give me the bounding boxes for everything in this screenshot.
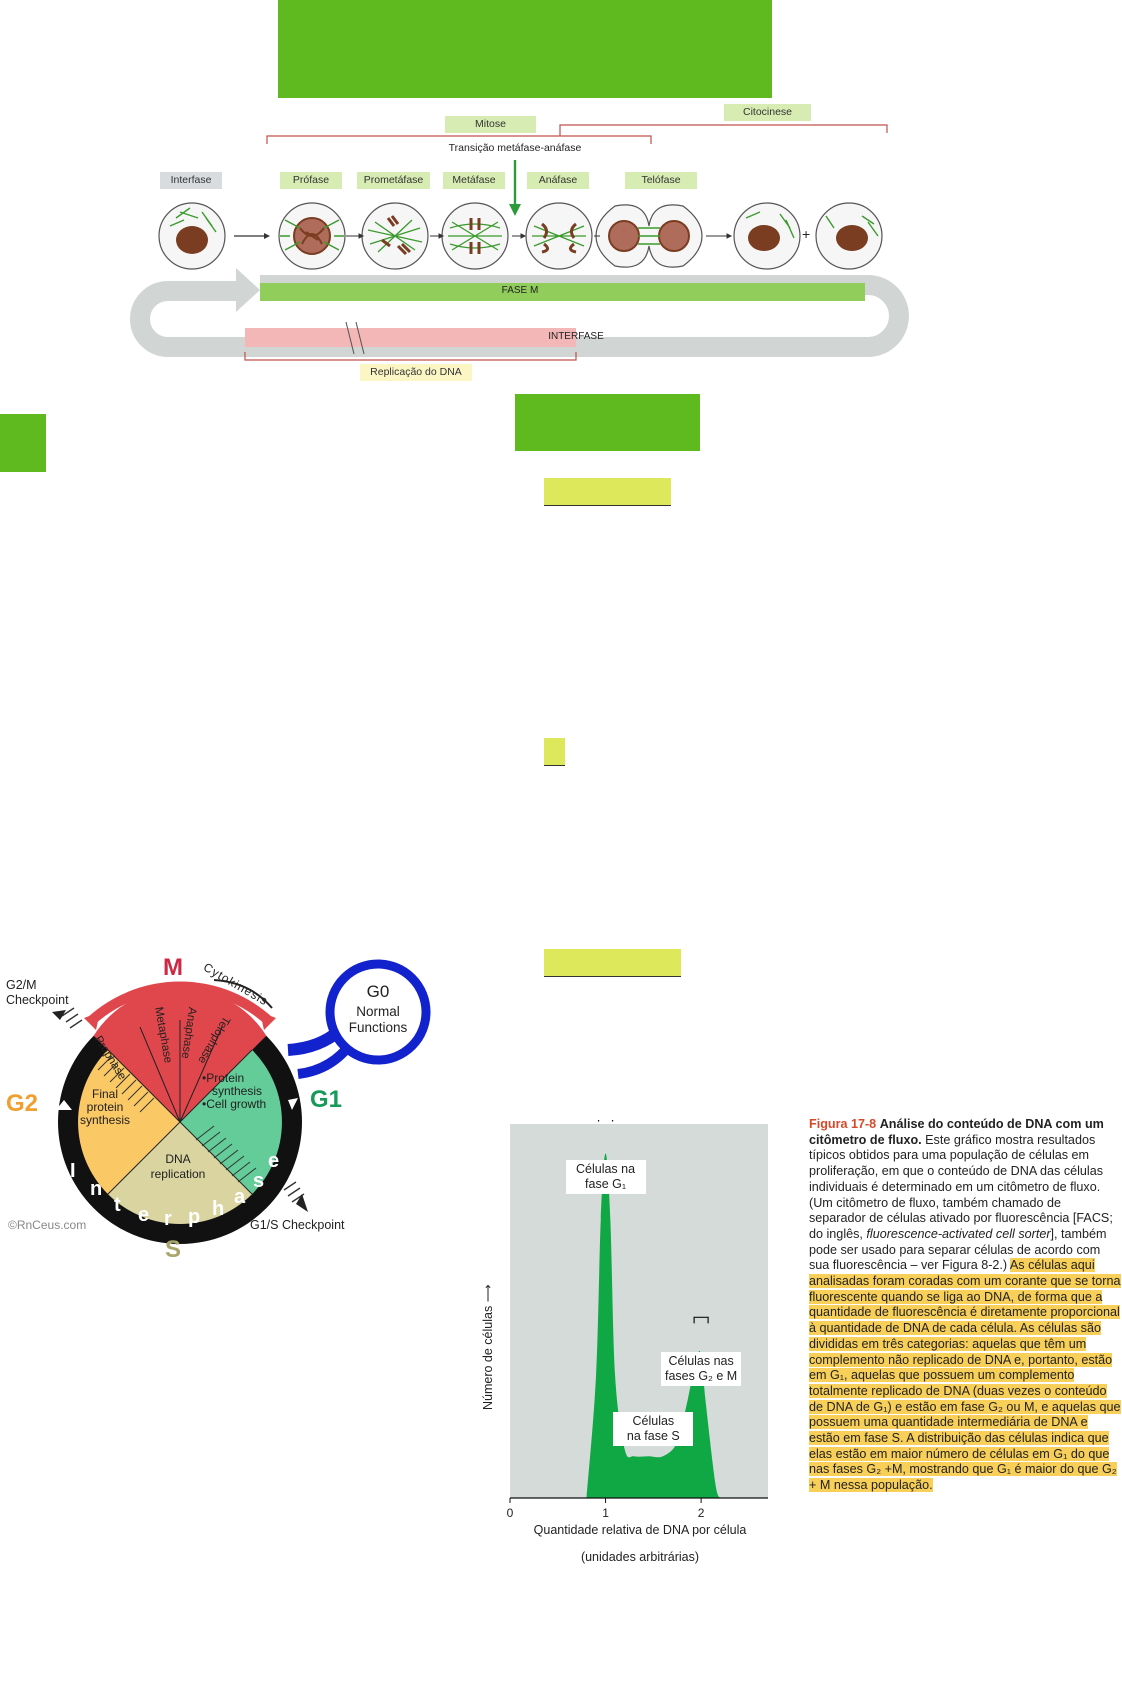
s-text-line: DNA bbox=[142, 1152, 214, 1167]
g2m-checkpoint-line: G2/M bbox=[6, 978, 69, 993]
cell-cycle-diagram: M G1 G2 S Prophase Metaphase Anaphase Te… bbox=[0, 950, 440, 1270]
interphase-letter: n bbox=[90, 1178, 102, 1201]
label-metafase: Metáfase bbox=[443, 172, 505, 189]
g1-item: •Cell growth bbox=[202, 1098, 266, 1111]
annotation-line: fase G₁ bbox=[566, 1177, 646, 1192]
x-tick-label: 0 bbox=[507, 1506, 514, 1520]
interphase-letter: p bbox=[188, 1206, 200, 1229]
label-profase: Prófase bbox=[280, 172, 342, 189]
g1-items: •Protein synthesis •Cell growth bbox=[202, 1072, 266, 1111]
x-axis-label-2: (unidades arbitrárias) bbox=[520, 1550, 760, 1564]
label-interfase-bar: INTERFASE bbox=[530, 331, 622, 342]
annotation-line: Células bbox=[613, 1414, 693, 1429]
side-green-block bbox=[0, 414, 46, 472]
cell-anafase bbox=[526, 203, 592, 269]
label-mitose: Mitose bbox=[445, 116, 536, 133]
caption-italic: fluorescence-activated cell sorter bbox=[866, 1227, 1050, 1241]
caption-body: Este gráfico mostra resultados típicos o… bbox=[809, 1133, 1113, 1241]
g0-text-line: Functions bbox=[338, 1020, 418, 1036]
yellow-heading-3 bbox=[544, 949, 681, 977]
dna-content-chart: 0 1 2 Número de células ⟶ Quantidade relat… bbox=[480, 1120, 780, 1684]
annotation-line: na fase S bbox=[613, 1429, 693, 1444]
label-telofase: Telófase bbox=[625, 172, 697, 189]
cell-daughter-2 bbox=[816, 203, 882, 269]
label-fase-m: FASE M bbox=[460, 285, 580, 296]
figure-number: Figura 17-8 bbox=[809, 1117, 876, 1131]
label-citocinese: Citocinese bbox=[724, 104, 811, 121]
annotation-bracket bbox=[599, 1120, 613, 1121]
x-tick-label: 1 bbox=[602, 1506, 609, 1520]
g2-text: Final protein synthesis bbox=[70, 1088, 140, 1127]
header-green-block bbox=[278, 0, 772, 98]
g0-text: Normal Functions bbox=[338, 1004, 418, 1036]
g2m-checkpoint-label: G2/M Checkpoint bbox=[6, 978, 69, 1008]
citocinese-bracket bbox=[560, 125, 887, 136]
g1s-checkpoint-label: G1/S Checkpoint bbox=[250, 1218, 345, 1232]
interphase-letter: h bbox=[212, 1198, 224, 1221]
cell-prometafase bbox=[362, 203, 428, 269]
x-tick-label: 2 bbox=[698, 1506, 705, 1520]
label-transicao: Transição metáfase-anáfase bbox=[435, 142, 595, 154]
g2-text-line: synthesis bbox=[70, 1114, 140, 1127]
annotation-line: Células nas bbox=[661, 1354, 741, 1369]
yellow-heading-2 bbox=[544, 738, 565, 766]
cell-profase bbox=[279, 203, 345, 269]
interphase-letter: t bbox=[114, 1194, 121, 1217]
label-interfase-tag: Interfase bbox=[160, 172, 222, 189]
caption-highlight: As células aqui analisadas foram coradas… bbox=[809, 1258, 1121, 1492]
m-letter: M bbox=[163, 954, 183, 982]
annotation-line: Células na bbox=[566, 1162, 646, 1177]
label-plus: + bbox=[802, 226, 810, 242]
g1-letter: G1 bbox=[310, 1086, 342, 1114]
yellow-heading-1 bbox=[544, 478, 671, 506]
mitosis-diagram: Mitose Citocinese Transição metáfase-aná… bbox=[130, 100, 910, 390]
s-letter: S bbox=[165, 1236, 181, 1264]
copyright-label: ©RnCeus.com bbox=[8, 1218, 86, 1232]
interphase-letter: e bbox=[268, 1150, 279, 1173]
g0-title: G0 bbox=[354, 982, 402, 1002]
g2m-checkpoint-line: Checkpoint bbox=[6, 993, 69, 1008]
g0-text-line: Normal bbox=[338, 1004, 418, 1020]
label-anafase: Anáfase bbox=[527, 172, 589, 189]
s-text: DNA replication bbox=[142, 1152, 214, 1182]
figure-caption: Figura 17-8 Análise do conteúdo de DNA c… bbox=[809, 1117, 1121, 1494]
label-prometafase: Prometáfase bbox=[357, 172, 430, 189]
g2-letter: G2 bbox=[6, 1090, 38, 1118]
x-axis-label: Quantidade relativa de DNA por célula bbox=[520, 1523, 760, 1537]
s-text-line: replication bbox=[142, 1167, 214, 1182]
section-green-block bbox=[515, 394, 700, 451]
interphase-letter: e bbox=[138, 1204, 149, 1227]
interphase-letter: s bbox=[253, 1170, 264, 1193]
interphase-letter: I bbox=[70, 1160, 76, 1183]
cell-interfase bbox=[159, 203, 225, 269]
cell-metafase bbox=[442, 203, 508, 269]
cell-daughter-1 bbox=[734, 203, 800, 269]
label-replicacao: Replicação do DNA bbox=[360, 364, 472, 381]
interphase-letter: a bbox=[234, 1186, 245, 1209]
y-axis-label-text: Número de células bbox=[481, 1306, 495, 1410]
y-axis-arrow-icon: ⟶ bbox=[481, 1284, 495, 1302]
cell-telofase bbox=[596, 205, 702, 267]
annotation-line: fases G₂ e M bbox=[661, 1369, 741, 1384]
interfase-bar bbox=[245, 328, 576, 347]
y-axis-label: Número de células ⟶ bbox=[480, 1260, 496, 1410]
interphase-letter: r bbox=[164, 1208, 172, 1231]
